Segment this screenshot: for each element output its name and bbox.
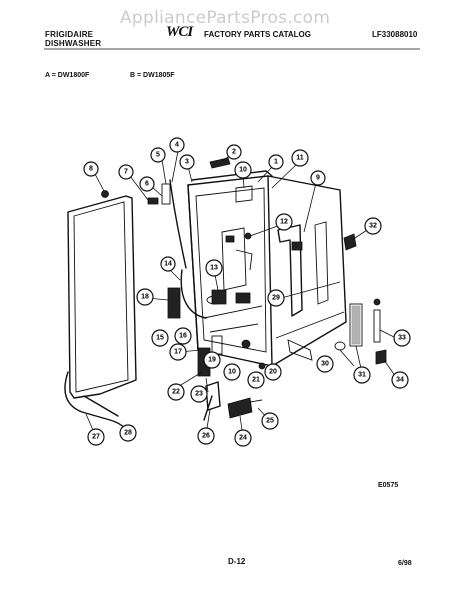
model-a: A = DW1800F [45, 72, 90, 79]
svg-text:22: 22 [172, 389, 180, 396]
vent-tube [169, 179, 187, 269]
svg-text:4: 4 [175, 142, 179, 149]
svg-text:9: 9 [316, 175, 320, 182]
svg-text:26: 26 [202, 433, 210, 440]
callout-5: 5 [150, 147, 166, 163]
svg-text:2: 2 [232, 149, 236, 156]
callout-22: 22 [167, 383, 185, 401]
callout-15: 15 [151, 329, 169, 347]
model-b: B = DW1805F [130, 72, 175, 79]
callout-28: 28 [119, 424, 137, 442]
svg-text:5: 5 [156, 152, 160, 159]
callout-2: 2 [226, 144, 242, 160]
watermark-text: AppliancePartsPros.com [120, 8, 331, 28]
callout-34: 34 [391, 371, 409, 389]
svg-text:33: 33 [398, 335, 406, 342]
svg-text:31: 31 [358, 372, 366, 379]
svg-text:25: 25 [266, 418, 274, 425]
callout-27: 27 [87, 428, 105, 446]
catalog-code: LF33088010 [372, 30, 418, 39]
callouts: 8 7 6 5 4 3 2 1 11 10 9 12 32 14 13 18 2… [83, 137, 411, 447]
svg-text:19: 19 [208, 357, 216, 364]
page-number: D-12 [228, 557, 246, 566]
vent-bracket [235, 185, 253, 203]
callout-7: 7 [118, 164, 134, 180]
callout-17: 17 [169, 343, 187, 361]
callout-26: 26 [197, 427, 215, 445]
svg-text:12: 12 [280, 219, 288, 226]
brand-block: FRIGIDAIRE DISHWASHER [45, 30, 101, 48]
callout-30: 30 [316, 355, 334, 373]
callout-16: 16 [174, 327, 192, 345]
callout-13: 13 [205, 259, 223, 277]
callout-29: 29 [267, 289, 285, 307]
svg-text:24: 24 [239, 435, 247, 442]
callout-9: 9 [310, 170, 326, 186]
callout-1: 1 [268, 154, 284, 170]
dishwasher-tub [187, 175, 347, 367]
callout-10-bottom: 10 [223, 363, 241, 381]
svg-text:30: 30 [321, 361, 329, 368]
callout-31: 31 [353, 366, 371, 384]
callout-24: 24 [234, 429, 252, 447]
product-type: DISHWASHER [45, 39, 102, 48]
door-gasket [64, 195, 137, 441]
callout-32: 32 [364, 217, 382, 235]
callout-19: 19 [203, 351, 221, 369]
svg-text:6: 6 [145, 181, 149, 188]
svg-text:13: 13 [210, 265, 218, 272]
catalog-title: FACTORY PARTS CATALOG [204, 30, 311, 39]
svg-text:21: 21 [252, 377, 260, 384]
callout-23: 23 [190, 385, 208, 403]
fill-hose [180, 269, 207, 319]
svg-text:1: 1 [274, 159, 278, 166]
callout-20: 20 [264, 363, 282, 381]
callout-25: 25 [261, 412, 279, 430]
svg-text:11: 11 [296, 155, 304, 162]
figure-code: E0575 [378, 482, 399, 489]
svg-text:7: 7 [124, 169, 128, 176]
callout-11: 11 [291, 149, 309, 167]
svg-text:16: 16 [179, 333, 187, 340]
svg-text:10: 10 [228, 369, 236, 376]
brand-name: FRIGIDAIRE [45, 30, 94, 39]
callout-18: 18 [136, 288, 154, 306]
callout-10-top: 10 [234, 161, 252, 179]
svg-text:3: 3 [185, 159, 189, 166]
svg-text:23: 23 [195, 391, 203, 398]
callout-8: 8 [83, 161, 99, 177]
callout-6: 6 [139, 176, 155, 192]
wci-logo: WCI [166, 24, 193, 40]
revision-date: 6/98 [398, 560, 412, 567]
svg-text:20: 20 [269, 369, 277, 376]
svg-text:28: 28 [124, 430, 132, 437]
svg-text:27: 27 [92, 434, 100, 441]
top-seal [191, 170, 273, 181]
callout-4: 4 [169, 137, 185, 153]
svg-text:17: 17 [174, 349, 182, 356]
svg-text:18: 18 [141, 294, 149, 301]
svg-text:14: 14 [164, 261, 172, 268]
callout-21: 21 [247, 371, 265, 389]
svg-text:34: 34 [396, 377, 404, 384]
callout-3: 3 [179, 154, 195, 170]
svg-text:8: 8 [89, 166, 93, 173]
svg-text:15: 15 [156, 335, 164, 342]
svg-text:32: 32 [369, 223, 377, 230]
callout-14: 14 [160, 256, 176, 272]
svg-text:29: 29 [272, 295, 280, 302]
callout-33: 33 [393, 329, 411, 347]
svg-text:10: 10 [239, 167, 247, 174]
callout-12: 12 [275, 213, 293, 231]
